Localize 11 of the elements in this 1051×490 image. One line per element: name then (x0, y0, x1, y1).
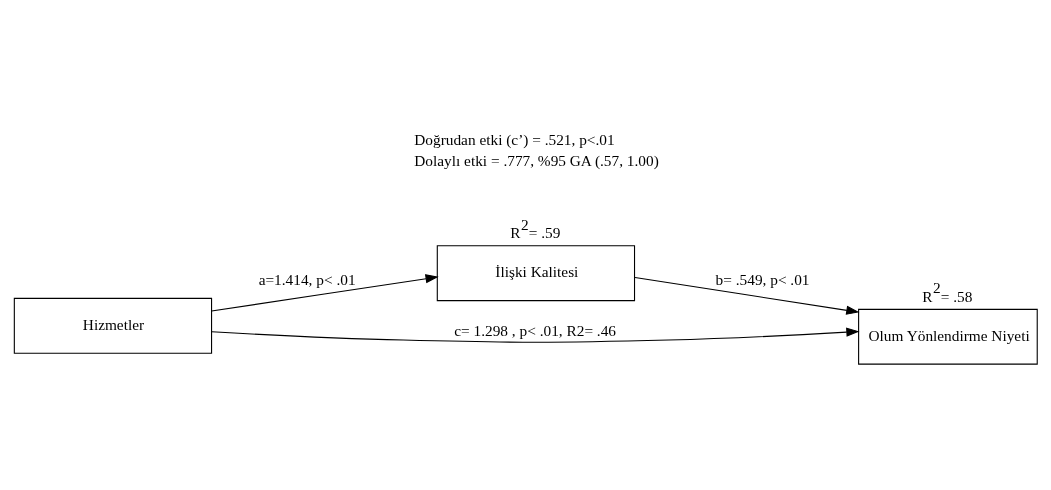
edge-label: c= 1.298 , p< .01, R2= .46 (454, 321, 617, 339)
node-box: İlişki Kalitesi (436, 245, 636, 302)
arrow (634, 276, 860, 315)
node-box: Olum Yönlendirme Niyeti (858, 308, 1038, 365)
edge-label: b= .549, p< .01 (715, 271, 810, 289)
label: Dolaylı etki = .777, %95 GA (.57, 1.00) (414, 152, 659, 170)
label: Doğrudan etki (c’) = .521, p<.01 (414, 131, 615, 149)
arrow (211, 274, 439, 312)
edge-label: a=1.414, p< .01 (258, 271, 356, 289)
arrow (211, 327, 860, 343)
node-box: Hizmetler (13, 297, 213, 354)
